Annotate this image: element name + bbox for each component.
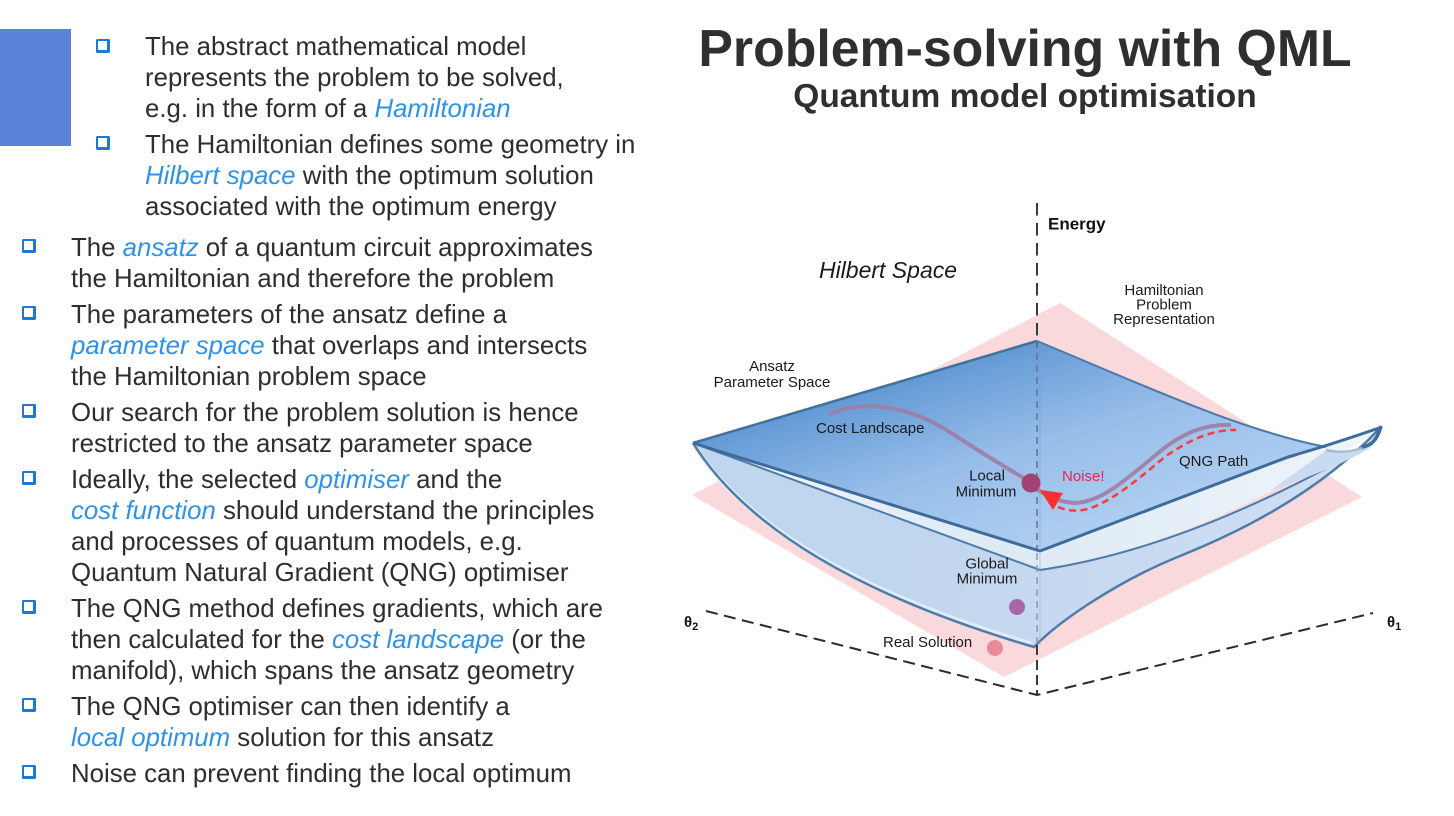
svg-text:Representation: Representation (1113, 311, 1215, 328)
svg-text:Ansatz: Ansatz (749, 358, 795, 375)
svg-text:Minimum: Minimum (956, 484, 1017, 501)
svg-text:Parameter Space: Parameter Space (714, 374, 831, 391)
svg-text:Local: Local (969, 468, 1005, 485)
svg-text:Hamiltonian: Hamiltonian (1124, 282, 1203, 299)
svg-text:Energy: Energy (1048, 215, 1106, 234)
svg-text:Problem: Problem (1136, 297, 1192, 314)
svg-text:Real Solution: Real Solution (883, 634, 972, 651)
svg-text:Noise!: Noise! (1062, 468, 1105, 485)
svg-text:Cost Landscape: Cost Landscape (816, 420, 924, 437)
svg-text:Global: Global (965, 556, 1008, 573)
svg-text:θ1: θ1 (1387, 614, 1401, 633)
svg-text:QNG Path: QNG Path (1179, 453, 1248, 470)
svg-text:θ2: θ2 (684, 614, 698, 633)
svg-text:Minimum: Minimum (957, 571, 1018, 588)
svg-text:Hilbert Space: Hilbert Space (819, 257, 957, 283)
